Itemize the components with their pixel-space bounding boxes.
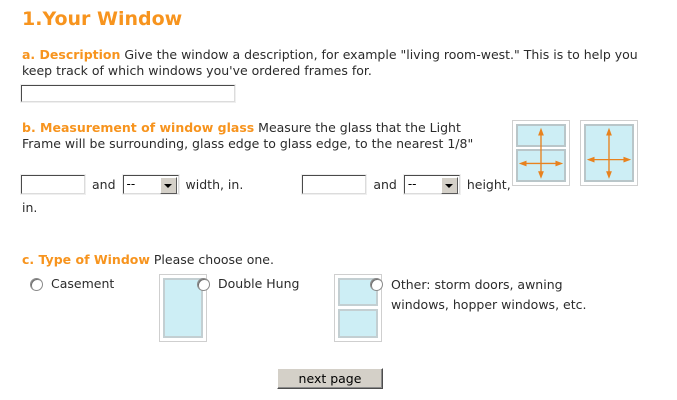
height-fraction-select[interactable]: -- (402, 174, 461, 195)
casement-window-icon (159, 274, 207, 342)
measurement-row: and -- width, in. and -- height, (20, 174, 661, 195)
single-pane-measure-diagram (580, 120, 638, 186)
section-window-type: c. Type of Window Please choose one. (22, 252, 422, 268)
double-hung-measure-diagram (512, 120, 570, 186)
width-and-label: and (92, 177, 116, 192)
radio-other[interactable] (370, 278, 383, 291)
section-a-label: a. Description (22, 47, 121, 62)
width-fraction-select[interactable]: -- (121, 174, 180, 195)
height-whole-input[interactable] (301, 174, 368, 195)
page-title: 1.Your Window (22, 8, 183, 30)
section-b-text: Measure the glass that the Light Frame w… (22, 120, 474, 151)
width-unit-label: width, in. (185, 177, 244, 192)
diagram-pane-full (584, 124, 634, 182)
label-casement: Casement (51, 276, 115, 291)
casement-pane (163, 278, 203, 338)
radio-casement[interactable] (30, 278, 43, 291)
height-unit-label: height, (466, 177, 511, 192)
radio-option-casement[interactable]: Casement (30, 275, 114, 292)
radio-option-double-hung[interactable]: Double Hung (197, 275, 299, 292)
width-whole-input[interactable] (20, 174, 86, 195)
section-measurement: b. Measurement of window glass Measure t… (22, 120, 492, 152)
chevron-down-icon[interactable] (159, 177, 177, 194)
diagram-pane-top (516, 124, 566, 148)
radio-double-hung[interactable] (197, 278, 210, 291)
height-and-label: and (373, 177, 397, 192)
section-b-label: b. Measurement of window glass (22, 120, 255, 135)
section-description: a. Description Give the window a descrip… (22, 47, 652, 79)
diagram-pane-bottom (516, 149, 566, 182)
section-c-label: c. Type of Window (22, 252, 150, 267)
description-input[interactable] (20, 84, 236, 103)
label-other: Other: storm doors, awning windows, hopp… (391, 277, 587, 312)
width-fraction-value: -- (126, 177, 136, 191)
next-page-button[interactable]: next page (277, 368, 383, 389)
section-c-text: Please choose one. (149, 252, 274, 267)
section-a-text: Give the window a description, for examp… (22, 47, 638, 78)
label-double-hung: Double Hung (218, 276, 300, 291)
trailing-unit-label: in. (22, 200, 38, 215)
double-hung-pane-bottom (338, 308, 378, 338)
height-fraction-value: -- (407, 177, 417, 191)
radio-option-other[interactable]: Other: storm doors, awning windows, hopp… (370, 275, 620, 315)
chevron-down-icon[interactable] (440, 177, 458, 194)
